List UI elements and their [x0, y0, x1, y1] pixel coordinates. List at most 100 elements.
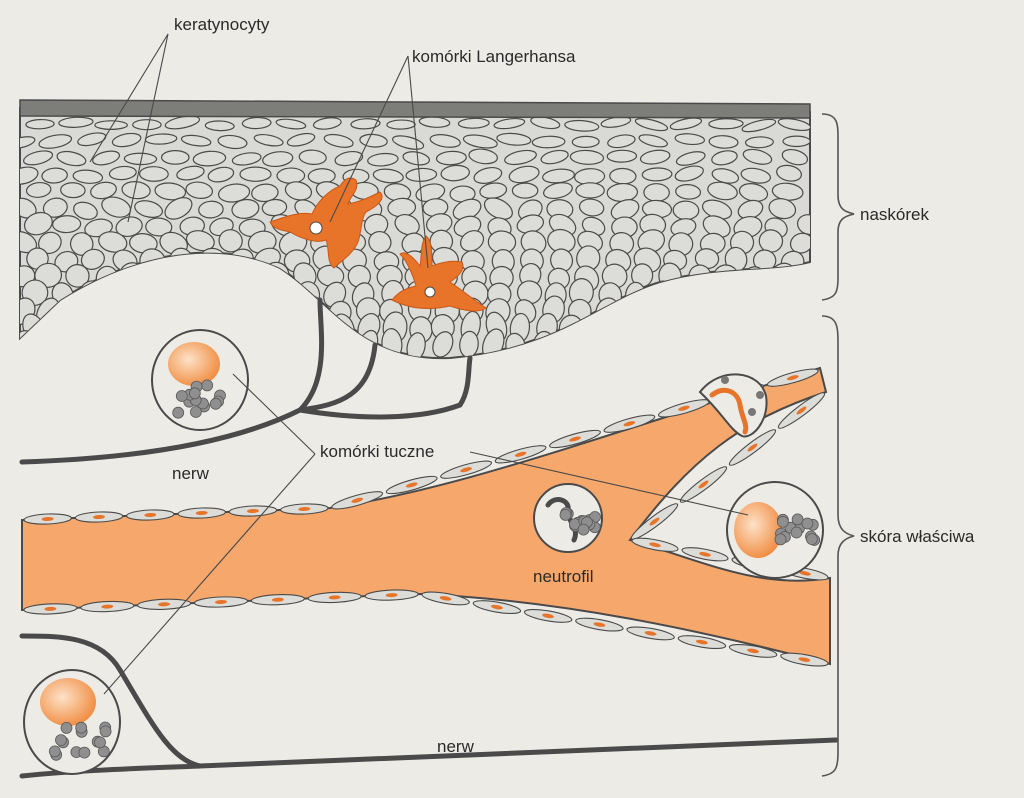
keratinocyte-cell — [575, 182, 605, 199]
keratinocyte-cell — [679, 281, 704, 307]
mast-cell-lower-left — [23, 669, 121, 775]
keratinocyte-cell — [222, 295, 246, 324]
dermis-brace — [821, 315, 855, 777]
langerhans-cells — [269, 177, 487, 312]
keratinocyte-cell — [543, 182, 573, 200]
keratinocyte-cell — [677, 332, 701, 359]
keratinocyte-cell — [20, 136, 36, 149]
keratinocyte-cells — [20, 115, 810, 359]
keratinocyte-cell — [776, 164, 802, 182]
keratinocyte-cell — [782, 135, 810, 148]
keratinocyte-cell — [142, 296, 167, 326]
granule — [790, 526, 803, 539]
keratinocyte-cell — [638, 314, 659, 341]
keratinocyte-cell — [553, 329, 579, 359]
keratinocyte-cell — [332, 328, 356, 358]
keratinocyte-cell — [276, 167, 306, 184]
keratinocyte-cell — [735, 283, 757, 308]
keratinocyte-cell — [63, 297, 87, 323]
leader-lines — [89, 33, 749, 695]
granule — [60, 722, 73, 734]
keratinocyte-cell — [457, 117, 490, 129]
keratinocyte-cell — [504, 149, 537, 166]
keratinocyte-cell — [101, 313, 126, 342]
keratinocyte-cell — [752, 329, 778, 359]
langerhans-cell — [391, 235, 487, 312]
keratinocyte-cell — [279, 312, 306, 344]
keratinocyte-cell — [323, 133, 354, 148]
keratinocyte-cell — [634, 117, 669, 132]
keratinocyte-cell — [641, 167, 673, 182]
keratinocyte-cell — [154, 182, 187, 201]
keratinocyte-cell — [350, 118, 381, 130]
keratinocyte-cell — [73, 201, 98, 220]
keratinocyte-cell — [669, 117, 703, 131]
keratinocyte-cell — [231, 152, 262, 166]
keratinocyte-cell — [781, 148, 809, 166]
keratinocyte-cell — [406, 332, 426, 359]
keratinocyte-cell — [674, 165, 704, 182]
keratinocyte-cell — [671, 298, 697, 325]
keratinocyte-cell — [111, 132, 142, 148]
keratinocyte-cell — [207, 166, 235, 183]
keratinocyte-cell — [778, 331, 803, 359]
keratinocyte-cell — [742, 148, 773, 165]
nerve-lower — [19, 633, 839, 779]
keratinocyte-cell — [164, 197, 193, 220]
keratinocyte-cell — [674, 133, 706, 146]
keratinocyte-cell — [72, 169, 104, 184]
granule — [577, 523, 590, 536]
granule — [777, 516, 789, 528]
keratinocyte-cell — [98, 231, 128, 253]
keratinocyte-cell — [283, 329, 306, 359]
keratinocyte-cell — [134, 280, 157, 310]
keratinocyte-cell — [198, 200, 224, 219]
keratinocyte-cell — [271, 281, 294, 308]
keratinocyte-cell — [82, 328, 107, 359]
keratinocyte-cell — [41, 167, 68, 184]
granule — [209, 397, 222, 410]
label-epidermis: naskórek — [860, 205, 929, 224]
keratinocyte-cell — [180, 134, 212, 147]
keratinocyte-cell — [672, 200, 700, 221]
keratinocyte-cell — [777, 118, 810, 132]
granule — [791, 513, 804, 526]
keratinocyte-cell — [217, 134, 248, 150]
keratinocyte-cell — [704, 330, 729, 358]
keratinocyte-cell — [429, 134, 461, 148]
granule — [201, 379, 214, 392]
keratinocyte-cell — [564, 119, 600, 132]
keratinocyte-cell — [253, 133, 284, 147]
keratinocyte-cell — [740, 167, 771, 184]
keratinocyte-cell — [508, 165, 540, 184]
keratinocyte-cell — [372, 168, 404, 184]
keratinocyte-cell — [753, 298, 779, 325]
keratinocyte-cell — [334, 150, 364, 167]
keratinocyte-cell — [701, 294, 723, 326]
keratinocyte-cell — [75, 314, 100, 345]
keratinocyte-cell — [36, 328, 60, 359]
keratinocyte-cell — [80, 248, 105, 270]
keratinocyte-cell — [571, 135, 600, 148]
keratinocyte-cell — [243, 279, 269, 308]
keratinocyte-cell — [531, 135, 566, 149]
keratinocyte-cell — [275, 118, 307, 130]
neutrophil-cell — [533, 483, 603, 553]
granule — [175, 390, 188, 402]
keratinocyte-cell — [194, 297, 218, 327]
label-keratinocytes: keratynocyty — [174, 15, 270, 34]
keratinocyte-cell — [607, 134, 636, 149]
keratinocyte-cell — [675, 151, 706, 166]
keratinocyte-cell — [151, 264, 175, 288]
keratinocyte-cell — [108, 165, 137, 181]
keratinocyte-cell — [790, 313, 810, 343]
keratinocyte-cell — [432, 331, 454, 358]
keratinocyte-cell — [208, 263, 236, 291]
epidermis-brace — [821, 113, 855, 301]
keratinocyte-cell — [218, 229, 243, 253]
granule — [99, 725, 112, 738]
stratum-corneum — [19, 99, 811, 119]
keratinocyte-cell — [662, 316, 688, 343]
keratinocyte-cell — [493, 117, 526, 130]
